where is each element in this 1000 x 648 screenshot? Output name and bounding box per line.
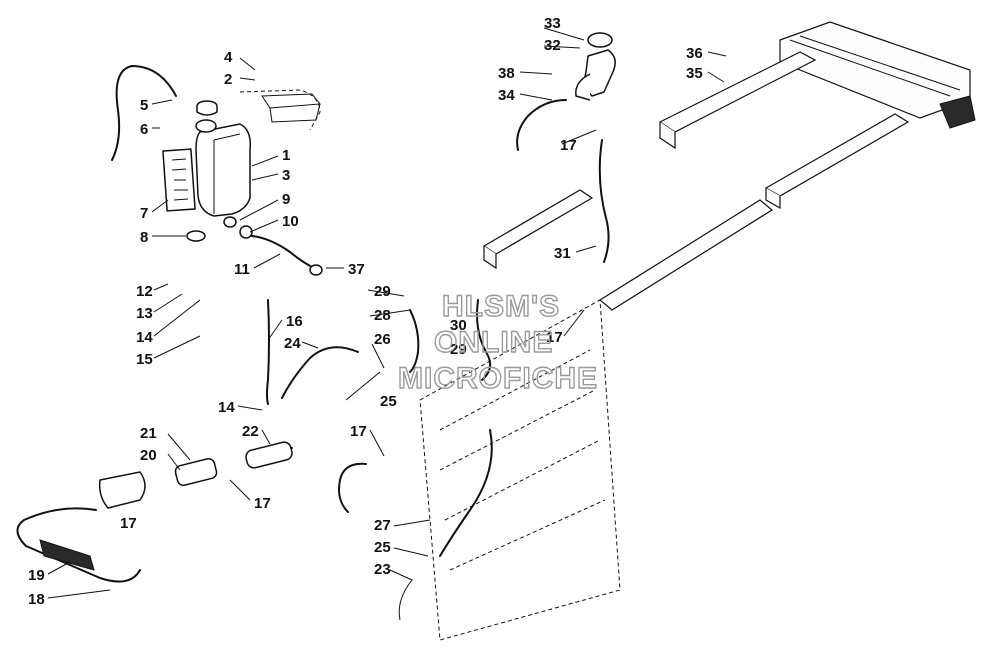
callout-36: 36 bbox=[686, 45, 703, 62]
callout-17-top: 17 bbox=[560, 137, 577, 154]
callout-33: 33 bbox=[544, 15, 561, 32]
callout-17-center: 17 bbox=[350, 423, 367, 440]
callout-17-right: 17 bbox=[546, 329, 563, 346]
bypass-hose bbox=[516, 99, 567, 151]
watermark-line-1: HLSM'S bbox=[442, 290, 560, 323]
callout-20: 20 bbox=[140, 447, 157, 464]
callout-17-lower-center: 17 bbox=[254, 495, 271, 512]
chassis-panel bbox=[419, 299, 621, 641]
callout-26: 26 bbox=[374, 331, 391, 348]
callout-1: 1 bbox=[282, 147, 290, 164]
callout-14: 14 bbox=[136, 329, 153, 346]
callout-28: 28 bbox=[374, 307, 391, 324]
callout-8: 8 bbox=[140, 229, 148, 246]
callout-13: 13 bbox=[136, 305, 153, 322]
callout-17-lower-left: 17 bbox=[120, 515, 137, 532]
callout-31: 31 bbox=[554, 245, 571, 262]
lower-left-assembly bbox=[16, 441, 293, 583]
leader-lines bbox=[47, 27, 727, 621]
callout-5: 5 bbox=[140, 97, 148, 114]
heat-exchanger-rails bbox=[482, 21, 976, 311]
tank-cap bbox=[196, 100, 218, 116]
watermark-line-3: MICROFICHE bbox=[398, 362, 598, 395]
callout-25-lower: 25 bbox=[374, 539, 391, 556]
callout-9: 9 bbox=[282, 191, 290, 208]
watermark: HLSM'S ONLINE MICROFICHE bbox=[397, 289, 598, 395]
callout-30: 30 bbox=[450, 317, 467, 334]
callout-24: 24 bbox=[284, 335, 301, 352]
center-hose-assembly bbox=[266, 299, 493, 557]
callout-29-lower: 29 bbox=[450, 341, 467, 358]
callout-21: 21 bbox=[140, 425, 157, 442]
callout-15: 15 bbox=[136, 351, 153, 368]
callout-4: 4 bbox=[224, 49, 233, 66]
callout-32: 32 bbox=[544, 37, 561, 54]
callout-6: 6 bbox=[140, 121, 148, 138]
callout-11: 11 bbox=[234, 261, 250, 278]
callout-37: 37 bbox=[348, 261, 365, 278]
drain-fitting bbox=[186, 216, 253, 242]
callout-10: 10 bbox=[282, 213, 299, 230]
callout-19: 19 bbox=[28, 567, 45, 584]
callout-34: 34 bbox=[498, 87, 515, 104]
tank-outlet-hose bbox=[251, 235, 323, 276]
thermostat-housing bbox=[575, 32, 616, 101]
callout-35: 35 bbox=[686, 65, 703, 82]
callout-2: 2 bbox=[224, 71, 232, 88]
callout-14-lower: 14 bbox=[218, 399, 235, 416]
tank-bracket bbox=[239, 89, 321, 131]
callout-25: 25 bbox=[380, 393, 397, 410]
callout-27: 27 bbox=[374, 517, 391, 534]
callout-23: 23 bbox=[374, 561, 391, 578]
callout-38: 38 bbox=[498, 65, 515, 82]
callout-7: 7 bbox=[140, 205, 148, 222]
callout-18: 18 bbox=[28, 591, 45, 608]
riser-hose bbox=[598, 139, 610, 263]
overflow-hose bbox=[111, 65, 177, 161]
callout-16: 16 bbox=[286, 313, 303, 330]
coolant-tank bbox=[162, 119, 252, 217]
callout-labels: 4 2 5 6 1 3 7 9 10 8 11 37 12 13 14 15 1… bbox=[28, 15, 703, 608]
watermark-line-2: ONLINE bbox=[434, 326, 553, 359]
callout-12: 12 bbox=[136, 283, 153, 300]
callout-29: 29 bbox=[374, 283, 391, 300]
callout-22: 22 bbox=[242, 423, 259, 440]
callout-3: 3 bbox=[282, 167, 290, 184]
